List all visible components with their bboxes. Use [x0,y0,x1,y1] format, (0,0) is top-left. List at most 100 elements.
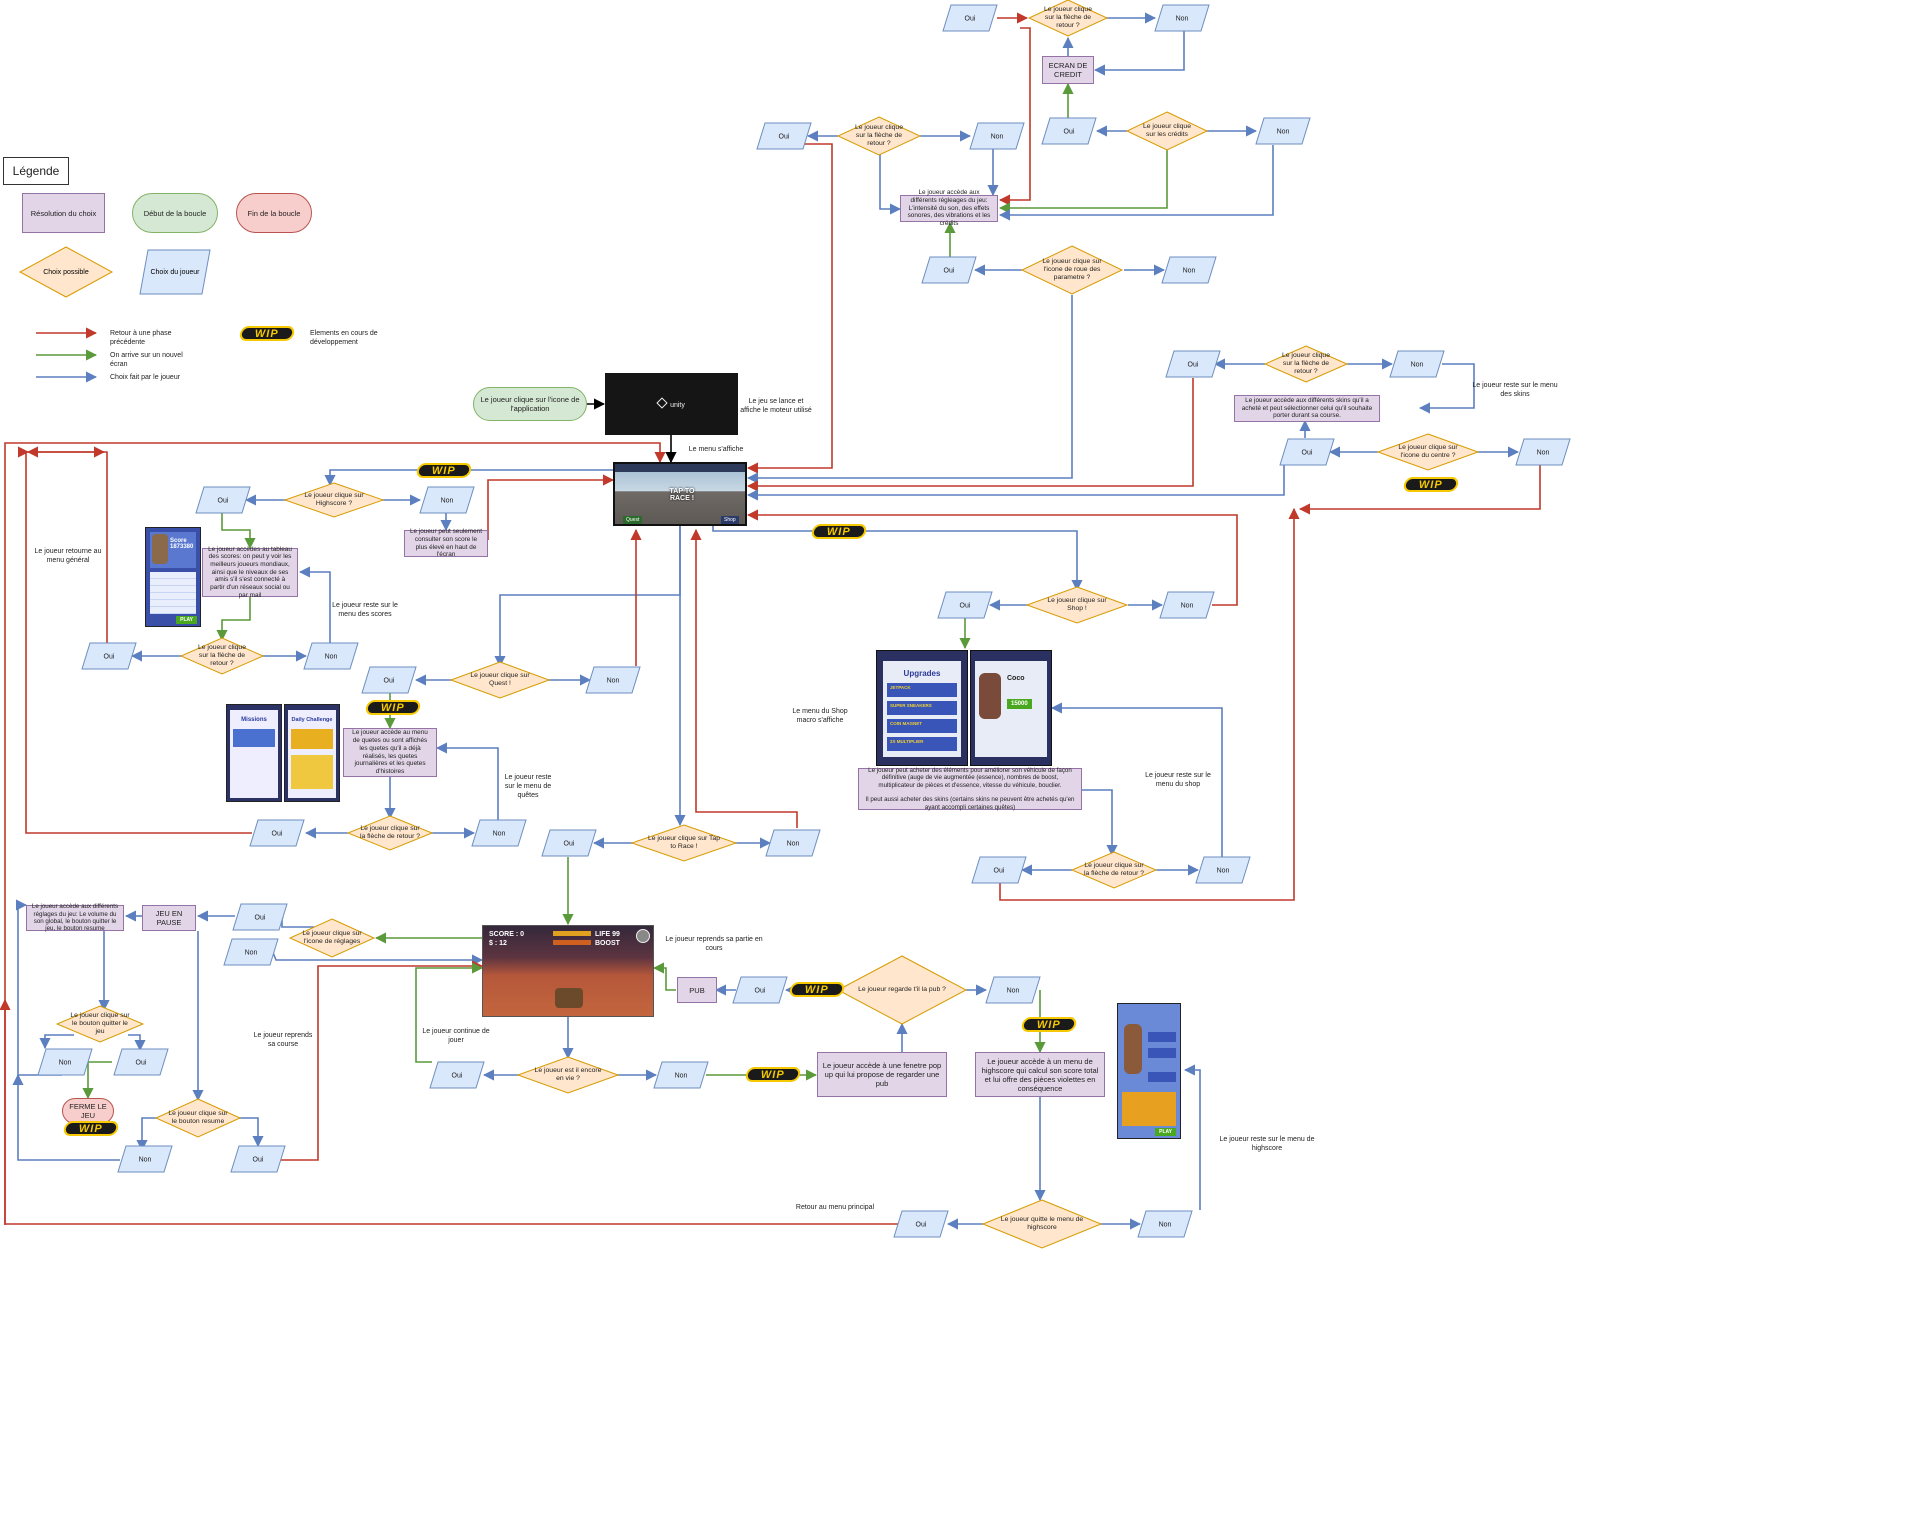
pub-box: PUB [677,977,717,1003]
quest-back-no: Non [471,819,527,847]
resume-q: Le joueur clique sur le bouton resume [154,1098,242,1138]
credits-click-no-label: Non [1277,129,1290,136]
legend-arrow-blue-label: Choix fait par le joueur [110,374,181,381]
quest-stay-note: Le joueur reste sur le menu de quêtes [504,774,552,799]
legend-start: Début de la boucle [132,193,218,233]
connector-blue [1183,1064,1201,1210]
legend-choice: Choix possible [18,246,114,298]
alive-yes-label: Oui [452,1073,463,1080]
wip-text: WIP [381,701,405,714]
skin-back-yes-label: Oui [1188,362,1199,369]
connector-blue [879,136,902,215]
skin-back-q-label: Le joueur clique sur la flèche de retour… [1281,351,1330,376]
connector-blue [298,566,331,643]
quit-yes-label: Oui [136,1060,147,1067]
shop-wip: WIP [810,524,868,539]
alive-yes: Oui [429,1061,485,1089]
main-menu-image: TAP TO RACE ! Quest Shop [613,462,747,526]
connector-red [746,143,833,474]
ad-no: Non [985,976,1041,1004]
end-character-icon [1124,1024,1142,1074]
daily-challenge-image: Daily Challenge [284,704,340,802]
back-general-note: Le joueur retourne au menu général [34,548,102,564]
hs-resolution: Le joueur accèdes au tableau des scores:… [202,546,298,599]
skin-no-label: Non [1537,450,1550,457]
credit-screen: ECRAN DE CREDIT [1042,56,1094,84]
connector-blue [1082,789,1118,857]
skin-q: Le joueur clique sur l'icone du centre ? [1376,433,1480,471]
unity-splash-image: unity [605,373,738,435]
settings-q: Le joueur clique sur l'icone de roue des… [1020,245,1124,295]
hs-no-label: Non [441,498,454,505]
credits-back-q: Le joueur clique sur la flèche de retour… [1027,0,1109,37]
game-life-label: LIFE 99 [595,931,620,938]
upgrades-title: Upgrades [903,669,941,678]
alive-q-label: Le joueur est il encore en vie ? [534,1066,602,1082]
missions-screen-image: Missions [226,704,282,802]
shop-back-q-label: Le joueur clique sur la flèche de retour… [1083,861,1145,877]
shop-no-label: Non [1181,603,1194,610]
skin-back-yes: Oui [1165,350,1221,378]
skin-back-q: Le joueur clique sur la flèche de retour… [1263,345,1349,383]
legend-choice-label: Choix possible [43,269,89,276]
app-start: Le joueur clique sur l'icone de l'applic… [473,387,587,421]
shop-back-yes-label: Oui [994,868,1005,875]
skin-q-label: Le joueur clique sur l'icone du centre ? [1398,443,1458,459]
settings-no: Non [1161,256,1217,284]
settings-yes-label: Oui [944,268,955,275]
wip-text: WIP [827,525,851,538]
quest-back-q-label: Le joueur clique sur la flèche de retour… [359,824,421,840]
hs-back-q-label: Le joueur clique sur la flèche de retour… [197,643,246,668]
upgrade-item: SUPER SNEAKERS [887,701,957,715]
end-play-button: PLAY [1155,1128,1176,1136]
shop-back-yes: Oui [971,856,1027,884]
legend-title: Légende [3,157,69,185]
unity-logo-text: unity [605,397,738,409]
settings-resolution: Le joueur accède aux différents régleage… [900,189,998,227]
settings-q-label: Le joueur clique sur l'icone de roue des… [1042,257,1102,282]
settings-yes: Oui [921,256,977,284]
alive-no-label: Non [675,1073,688,1080]
connector-green [998,150,1168,214]
connector-red [690,528,798,828]
boost-bar [553,940,591,945]
quit-no-label: Non [59,1060,72,1067]
legend-wip-label: Elements en cours de développement [310,330,378,346]
upgrade-item: JETPACK [887,683,957,697]
connector-blue [998,145,1274,221]
pause-no: Non [223,938,279,966]
hs-back-no-label: Non [325,654,338,661]
connector-blue [136,1117,158,1152]
race-yes: Oui [541,829,597,857]
connector-green [652,962,676,991]
ad-resolution: Le joueur accède à une fenetre pop up qu… [817,1052,947,1097]
credits-back-q-label: Le joueur clique sur la flèche de retour… [1043,5,1092,30]
connector-blue [1093,30,1185,76]
quest-resolution: Le joueur accède au menu de quetes ou so… [343,728,437,777]
connector-blue [746,465,1285,501]
connector-blue [12,1073,120,1161]
settings-back-yes-label: Oui [779,134,790,141]
connector-blue [324,469,613,487]
coco-name: Coco [1007,675,1025,682]
unity-cube-icon [656,397,668,409]
close-game: FERME LE JEU [62,1098,114,1124]
ad-yes: Oui [732,976,788,1004]
pause-no-label: Non [245,950,258,957]
shop-yes: Oui [937,591,993,619]
shop-character-image: Coco 15000 [970,650,1052,766]
close-wip: WIP [62,1121,120,1136]
connector-red [0,998,898,1225]
shop-back-no: Non [1195,856,1251,884]
race-no: Non [765,829,821,857]
hs-only-resolution: Le joueur peut seulement consulter son s… [404,528,488,558]
coco-character-icon [979,673,1001,719]
credits-no: Non [1154,4,1210,32]
hs-back-yes: Oui [81,642,137,670]
credits-click-no: Non [1255,117,1311,145]
race-no-label: Non [787,841,800,848]
credits-yes-label: Oui [965,16,976,23]
pause-box: JEU EN PAUSE [142,905,196,931]
